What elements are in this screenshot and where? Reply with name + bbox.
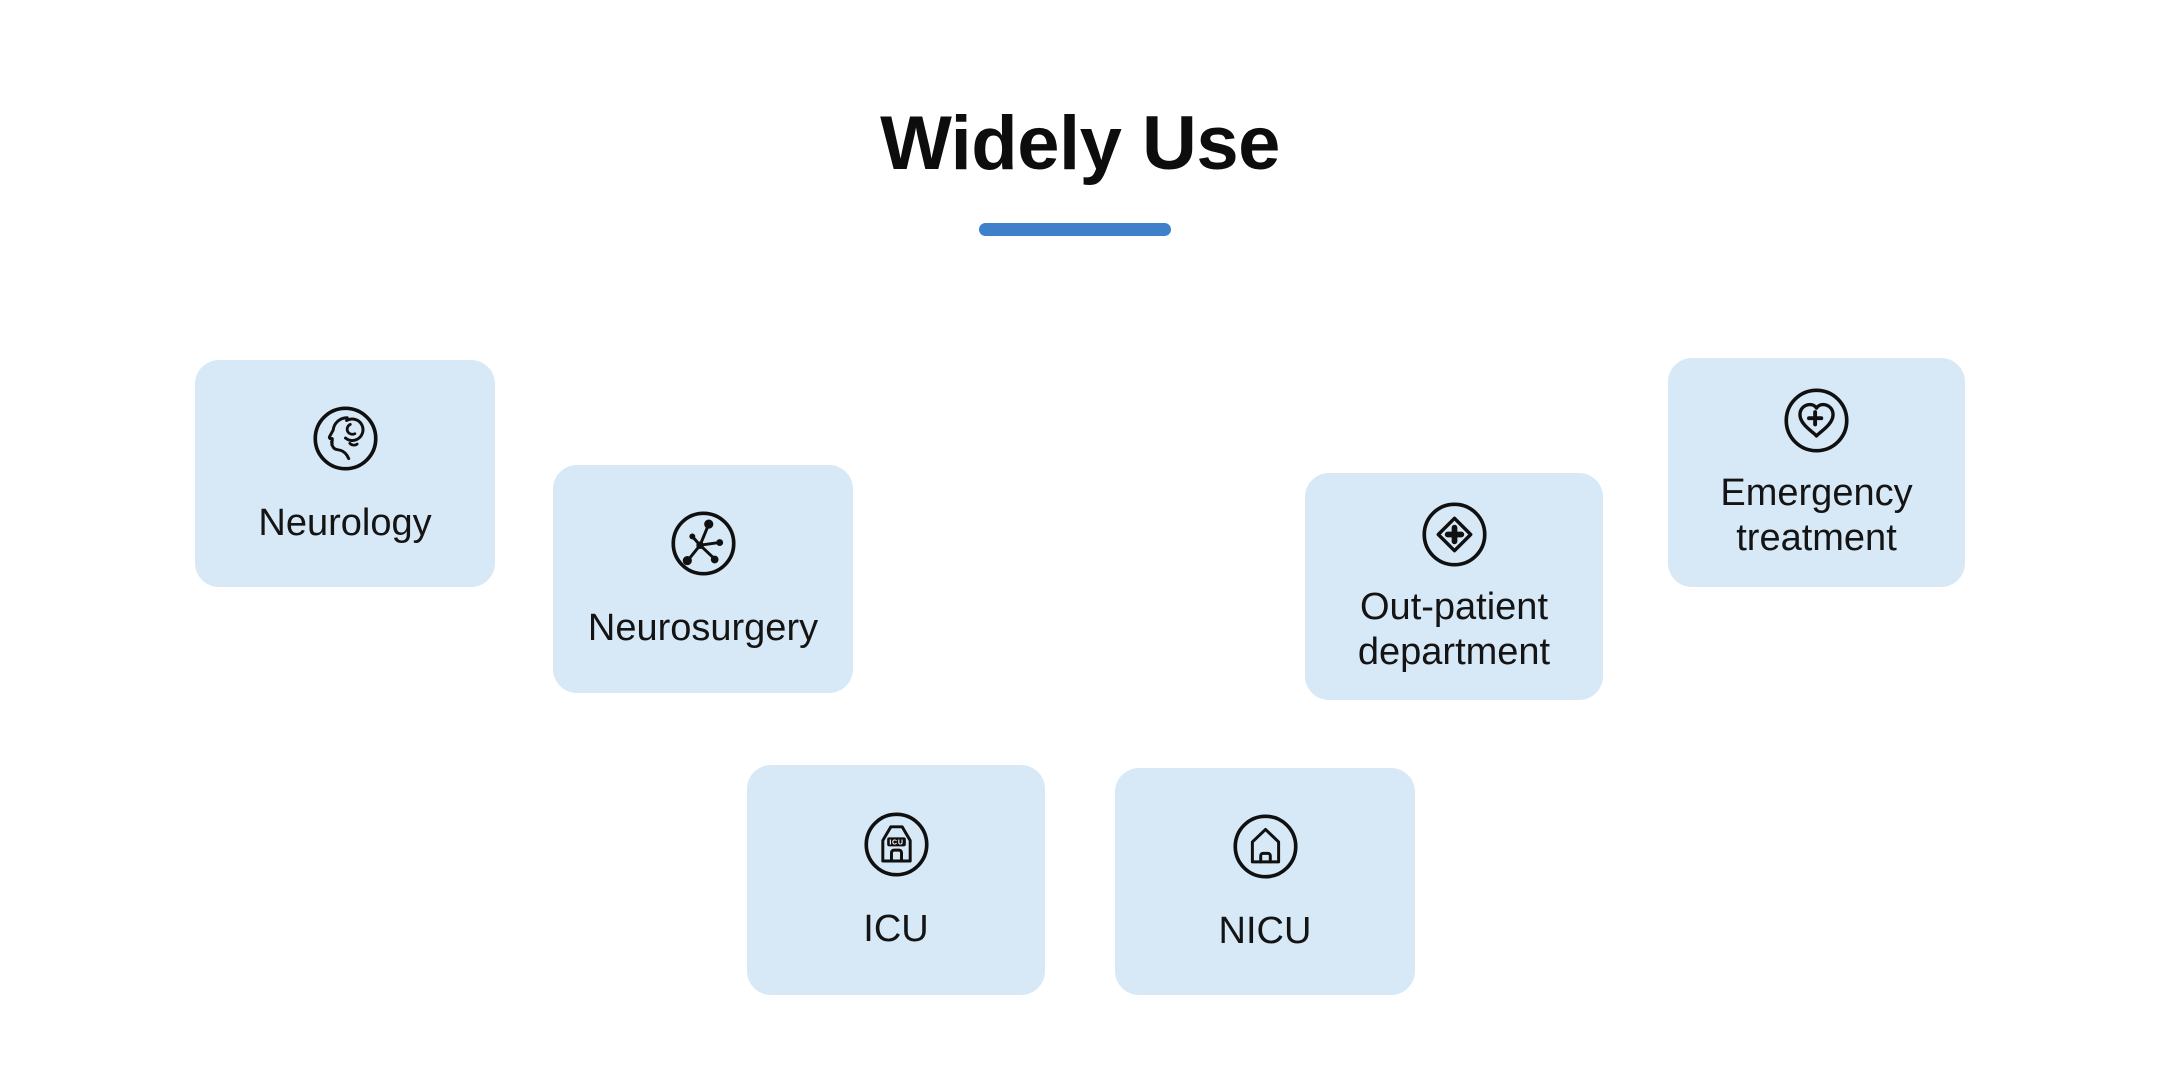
- card-label: Emergency treatment: [1720, 472, 1913, 559]
- page-title: Widely Use: [880, 101, 1280, 186]
- card-emergency-treatment: Emergency treatment: [1668, 358, 1965, 587]
- house-icon: [1229, 810, 1302, 883]
- neuron-icon: [667, 507, 740, 580]
- card-label: Neurosurgery: [587, 607, 819, 650]
- medical-cross-diamond-icon: [1418, 498, 1491, 571]
- card-neurology: Neurology: [195, 360, 495, 587]
- brain-head-icon: [309, 402, 382, 475]
- icu-sign-text: ICU: [889, 839, 903, 846]
- card-nicu: NICU: [1115, 768, 1415, 995]
- card-icu: ICU ICU: [747, 765, 1045, 995]
- card-outpatient-department: Out-patient department: [1305, 473, 1603, 700]
- card-label: NICU: [1218, 909, 1312, 952]
- card-label: Out-patient department: [1357, 586, 1551, 673]
- card-label: Neurology: [258, 501, 432, 544]
- card-neurosurgery: Neurosurgery: [553, 465, 853, 693]
- icu-building-icon: ICU: [860, 808, 933, 881]
- card-label: ICU: [863, 908, 929, 951]
- heart-cross-icon: [1780, 384, 1853, 457]
- title-underline: [979, 223, 1171, 236]
